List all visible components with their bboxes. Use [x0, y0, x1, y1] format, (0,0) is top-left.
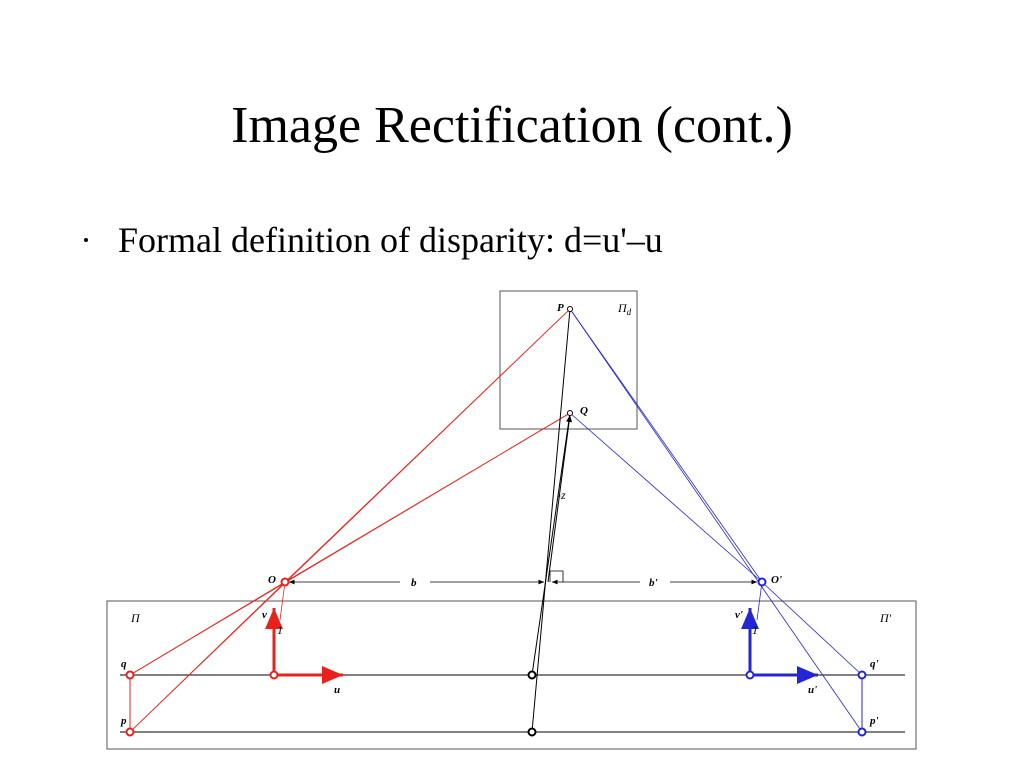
label-vprime: v': [735, 609, 743, 621]
label-bprime: b': [649, 577, 658, 589]
point-right-origin: [745, 670, 755, 680]
ray-Oprime-P: [569, 308, 763, 583]
z-arrow: [547, 414, 573, 583]
slide-title: Image Rectification (cont.): [231, 97, 793, 154]
label-pprime: p': [869, 715, 879, 727]
label-b: b: [411, 577, 417, 589]
label-u: u: [334, 684, 340, 696]
label-one-left: 1: [277, 623, 283, 637]
label-q: q: [121, 658, 127, 670]
point-O: [280, 577, 290, 587]
label-P: P: [557, 302, 564, 314]
image-plane-box: [106, 600, 917, 750]
label-O: O: [268, 574, 276, 586]
label-p: p: [120, 715, 127, 727]
point-qprime: [857, 670, 867, 680]
central-line-Q: [531, 412, 571, 676]
label-qprime: q': [870, 658, 879, 670]
ray-Oprime-qprime: [761, 581, 863, 676]
label-pi-left: Π: [130, 611, 141, 625]
label-uprime: u': [808, 684, 817, 696]
bullet-dot: [84, 238, 88, 242]
point-left-origin: [269, 670, 279, 680]
point-Q: [567, 410, 573, 416]
point-P: [567, 306, 573, 312]
label-pi-d: Πd: [617, 301, 632, 317]
label-z: -z: [557, 488, 566, 502]
label-pi-right: Π': [879, 611, 892, 625]
point-center-row-q: [527, 670, 537, 680]
ray-P-p: [129, 308, 571, 733]
label-v: v: [262, 609, 267, 621]
ray-Q-q: [129, 412, 571, 676]
point-Oprime: [757, 577, 767, 587]
ray-P-pprime: [569, 308, 863, 733]
point-p: [125, 727, 135, 737]
label-Oprime: O': [771, 574, 782, 586]
point-pprime: [857, 727, 867, 737]
label-one-right: 1: [752, 623, 758, 637]
label-Q: Q: [580, 405, 588, 417]
point-center-row-p: [527, 727, 537, 737]
point-q: [125, 670, 135, 680]
central-line-P: [531, 308, 571, 733]
right-angle-mark: [549, 570, 564, 582]
plane-pi-d-box: [499, 290, 638, 430]
bullet-text: Formal definition of disparity: d=u'–u: [118, 220, 663, 260]
ray-Oprime-Q: [569, 412, 763, 583]
